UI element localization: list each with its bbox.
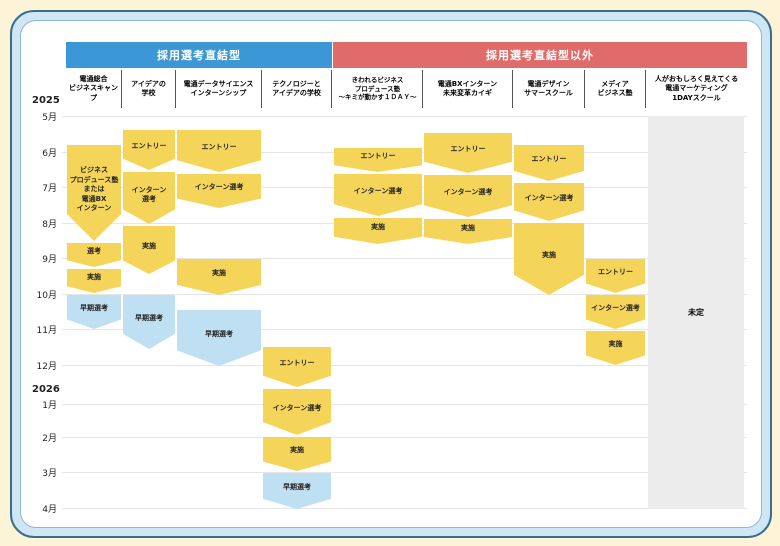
month-label: 10月 — [36, 291, 57, 301]
gridline — [62, 508, 747, 509]
month-label: 9月 — [42, 255, 57, 265]
gridline — [62, 437, 747, 438]
column-header: アイデアの 学校 — [122, 70, 176, 108]
month-label: 6月 — [42, 149, 57, 159]
column-header: 人がおもしろく見えてくる 電通マーケティング 1DAYスクール — [654, 75, 739, 102]
column-header: きわれるビジネス プロデュース塾 ～キミが動かす１ＤＡＹ～ — [333, 70, 423, 108]
month-label: 4月 — [42, 505, 57, 515]
gridline — [62, 294, 747, 295]
column-header: テクノロジーと アイデアの学校 — [262, 70, 332, 108]
gridline — [62, 404, 747, 405]
column-header: 電通データサイエンス インターンシップ — [176, 70, 262, 108]
year-label: 2025 — [32, 95, 60, 106]
column-header: メディア ビジネス塾 — [585, 70, 646, 108]
gridline — [62, 365, 747, 366]
gridline — [62, 329, 747, 330]
column-header: 電通デザイン サマースクール — [513, 70, 585, 108]
year-label: 2026 — [32, 384, 60, 395]
month-label: 5月 — [42, 113, 57, 123]
column-header: 電通総合 ビジネスキャンプ — [66, 70, 122, 108]
month-label: 3月 — [42, 469, 57, 479]
gridline — [62, 472, 747, 473]
column-header: 電通BXインターン 未来変革カイギ — [423, 70, 513, 108]
gridline — [62, 116, 747, 117]
month-label: 1月 — [42, 401, 57, 411]
gridline — [62, 258, 747, 259]
month-label: 7月 — [42, 184, 57, 194]
month-label: 12月 — [36, 362, 57, 372]
month-label: 2月 — [42, 434, 57, 444]
stage-undecided: 未定 — [648, 116, 744, 509]
group-header-direct: 採用選考直結型 — [66, 42, 332, 68]
month-label: 8月 — [42, 220, 57, 230]
month-label: 11月 — [36, 326, 57, 336]
group-header-other: 採用選考直結型以外 — [333, 42, 747, 68]
